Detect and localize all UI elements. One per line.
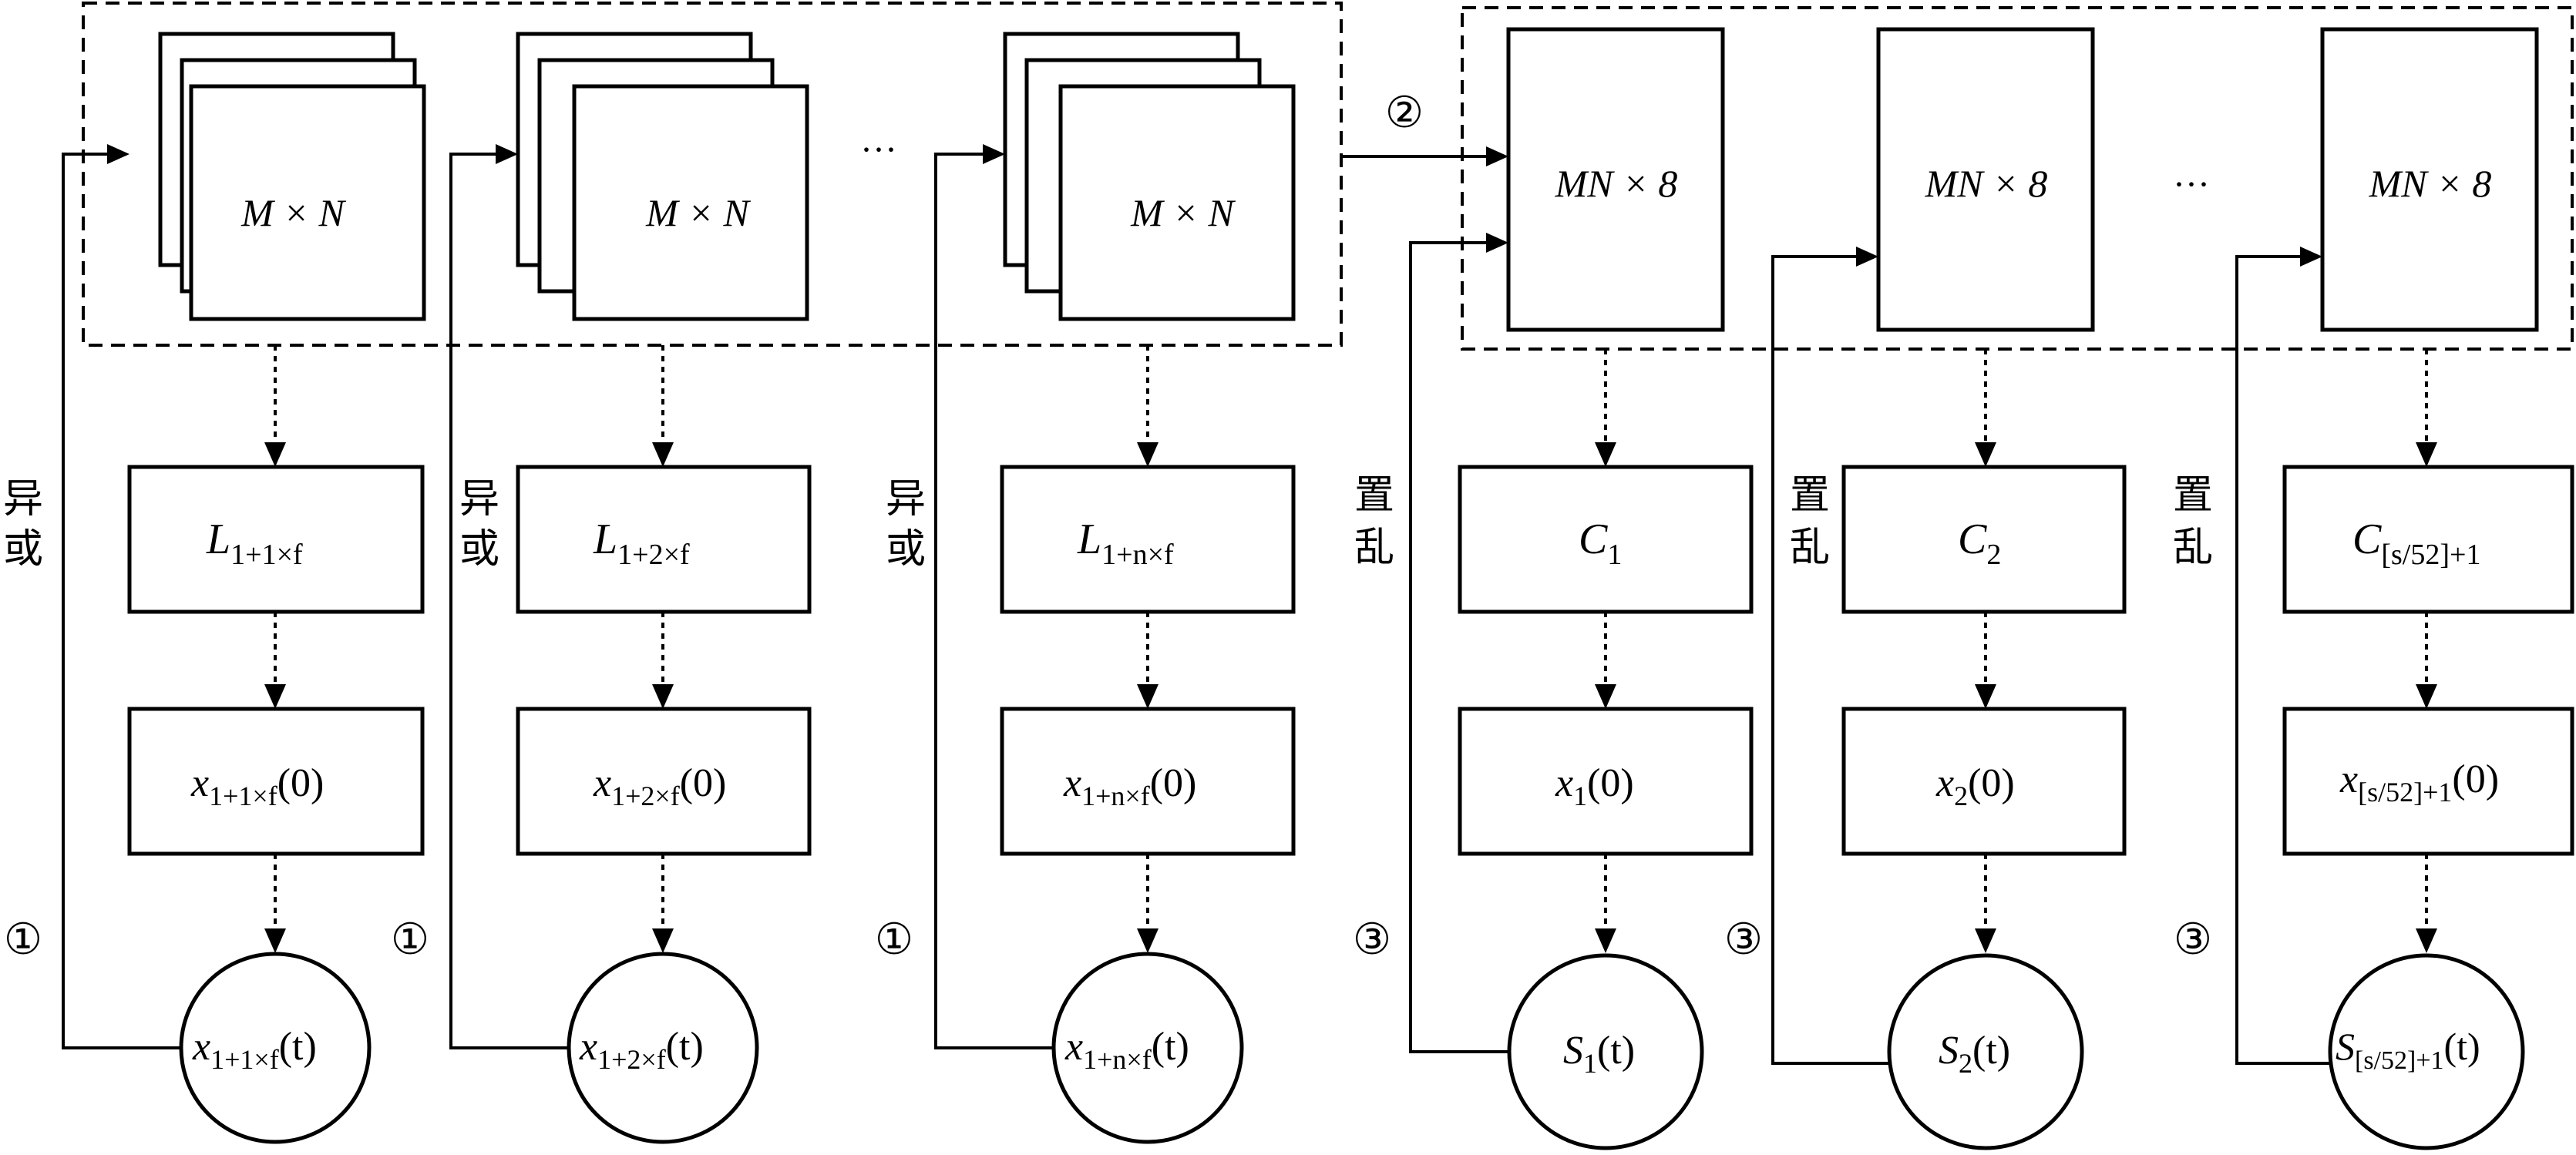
C-label-1: C1 <box>1579 515 1622 571</box>
stack-3-label: M × N <box>1130 191 1236 234</box>
connector-arrowhead <box>1486 146 1508 166</box>
xor-label-2a: 异 <box>459 476 499 522</box>
xor-label-1a: 异 <box>3 476 43 522</box>
marker-1: ① <box>4 916 42 964</box>
left-column-3: L1+n×f x1+n×f(0) x1+n×f(t) 异 或 ① <box>875 144 1296 1144</box>
left-group-frame <box>82 2 1343 347</box>
L-label-1: L1+1×f <box>206 515 303 571</box>
stack-2: M × N <box>516 32 809 321</box>
S-circle-2 <box>1887 953 2084 1150</box>
marker-6: ③ <box>2174 916 2212 964</box>
left-ellipsis: ··· <box>860 129 897 170</box>
marker-5: ③ <box>1724 916 1763 964</box>
perm-label-1b: 乱 <box>1354 525 1394 571</box>
right-group-frame <box>1461 6 2574 351</box>
perm-label-1a: 置 <box>1354 472 1394 519</box>
block-2-label: MN × 8 <box>1925 162 2048 205</box>
L-label-2: L1+2×f <box>593 515 690 571</box>
xor-label-2b: 或 <box>459 526 499 572</box>
left-column-1: L1+1×f x1+1×f(0) x1+1×f(t) 异 或 ① <box>3 144 425 1144</box>
C-label-3: C[s/52]+1 <box>2352 515 2480 571</box>
x0-label-1: x1+1×f(0) <box>190 761 324 811</box>
x0r-box-3 <box>2282 707 2574 856</box>
x0-label-2: x1+2×f(0) <box>593 761 726 811</box>
stack-1: M × N <box>158 32 426 321</box>
stack-3: M × N <box>1003 32 1296 321</box>
marker-3: ① <box>875 916 913 964</box>
perm-label-3b: 乱 <box>2173 525 2213 571</box>
perm-label-3a: 置 <box>2173 472 2213 519</box>
C-box-3 <box>2282 465 2574 614</box>
S-circle-3 <box>2328 953 2525 1150</box>
block-2: MN × 8 <box>1876 27 2095 332</box>
L-box-1 <box>127 465 425 614</box>
right-ellipsis: ··· <box>2173 164 2210 205</box>
L-box-2 <box>516 465 812 614</box>
marker-2: ① <box>391 916 429 964</box>
block-1: MN × 8 <box>1506 27 1725 332</box>
xt-label-1: x1+1×f(t) <box>192 1025 317 1075</box>
L-label-3: L1+n×f <box>1077 515 1174 571</box>
S-label-2: S2(t) <box>1939 1029 2010 1079</box>
x0r-label-3: x[s/52]+1(0) <box>2339 757 2499 807</box>
x0r-box-2 <box>1841 707 2127 856</box>
xor-label-3a: 异 <box>886 476 926 522</box>
block-3-label: MN × 8 <box>2369 162 2492 205</box>
S-label-1: S1(t) <box>1563 1029 1635 1079</box>
perm-label-2a: 置 <box>1790 472 1830 519</box>
right-column-1: C1 x1(0) S1(t) 置 乱 ③ <box>1353 233 1754 1150</box>
xt-label-3: x1+n×f(t) <box>1064 1025 1189 1075</box>
xor-label-1b: 或 <box>3 526 43 572</box>
perm-label-2b: 乱 <box>1790 525 1830 571</box>
right-column-3: C[s/52]+1 x[s/52]+1(0) S[s/52]+1(t) 置 乱 … <box>2173 247 2574 1150</box>
block-3: MN × 8 <box>2320 27 2539 332</box>
connector-marker: ② <box>1385 89 1424 137</box>
S-label-3: S[s/52]+1(t) <box>2336 1025 2480 1075</box>
right-column-2: C2 x2(0) S2(t) 置 乱 ③ <box>1724 247 2127 1150</box>
x0-box-2 <box>516 707 812 856</box>
stack-1-label: M × N <box>240 191 346 234</box>
x0-label-3: x1+n×f(0) <box>1063 761 1196 811</box>
xt-label-2: x1+2×f(t) <box>579 1025 704 1075</box>
x0r-label-2: x2(0) <box>1935 761 2015 811</box>
left-column-2: L1+2×f x1+2×f(0) x1+2×f(t) 异 或 ① <box>391 144 812 1144</box>
x0r-label-1: x1(0) <box>1555 761 1634 811</box>
marker-4: ③ <box>1353 916 1391 964</box>
block-1-label: MN × 8 <box>1555 162 1678 205</box>
stack-2-label: M × N <box>645 191 751 234</box>
x0-box-3 <box>1000 707 1296 856</box>
C-label-2: C2 <box>1958 515 2001 571</box>
x0r-box-1 <box>1458 707 1754 856</box>
xor-label-3b: 或 <box>886 526 926 572</box>
